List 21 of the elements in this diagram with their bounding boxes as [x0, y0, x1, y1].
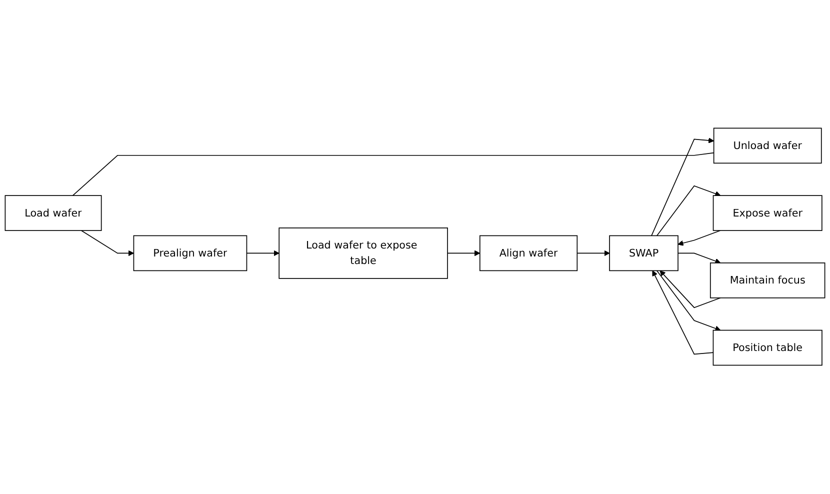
- arrow: [656, 270, 721, 332]
- arrow: [660, 270, 721, 308]
- node-box: Align wafer: [479, 236, 578, 272]
- arrow: [678, 230, 721, 246]
- node-box: Unload wafer: [713, 128, 822, 164]
- node-box: Load wafer: [4, 195, 102, 232]
- node-box: Load wafer to expose table: [278, 228, 448, 280]
- connector: [72, 152, 714, 196]
- arrow: [652, 270, 714, 355]
- node-box: Prealign wafer: [133, 236, 248, 272]
- arrow: [576, 250, 610, 256]
- arrow: [246, 250, 280, 256]
- arrow: [651, 138, 714, 236]
- arrow: [447, 250, 480, 256]
- node-box: Maintain focus: [710, 262, 826, 299]
- node-box: Expose wafer: [712, 195, 822, 232]
- arrow: [80, 230, 134, 256]
- arrow: [656, 186, 721, 236]
- node-box: SWAP: [609, 236, 678, 272]
- node-box: Position table: [712, 330, 822, 366]
- arrow: [678, 253, 721, 264]
